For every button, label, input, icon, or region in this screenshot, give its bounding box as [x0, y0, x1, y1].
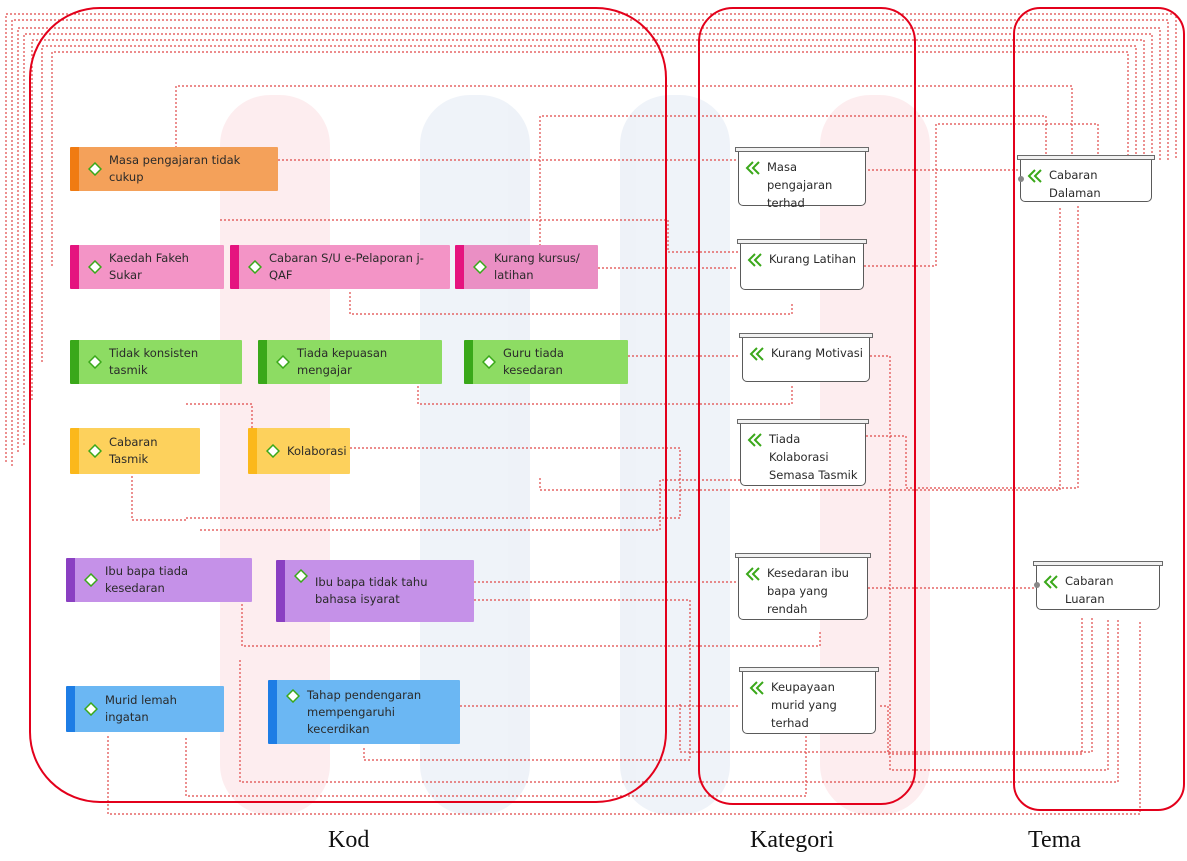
diamond-icon — [286, 689, 300, 703]
code-label: Tiada kepuasan mengajar — [297, 346, 388, 377]
category-tiada-kolaborasi[interactable]: Tiada Kolaborasi Semasa Tasmik — [737, 419, 869, 486]
code-ibubapa-kesedaran[interactable]: Ibu bapa tiada kesedaran — [66, 558, 252, 602]
code-ibubapa-isyarat[interactable]: Ibu bapa tidak tahu bahasa isyarat — [276, 560, 474, 622]
code-label: Murid lemah ingatan — [105, 693, 177, 724]
double-chevron-icon — [749, 681, 764, 695]
connector-lines — [5, 13, 1177, 815]
kategori-group-outline — [698, 7, 916, 805]
category-kurang-motivasi[interactable]: Kurang Motivasi — [739, 333, 873, 382]
category-label: Masa pengajaran terhad — [767, 160, 833, 210]
category-lid — [735, 553, 871, 558]
category-kesedaran-ibubapa[interactable]: Kesedaran ibu bapa yang rendah — [735, 553, 871, 620]
category-lid — [735, 147, 869, 152]
category-lid — [739, 667, 879, 672]
theme-cabaran-luaran[interactable]: Cabaran Luaran — [1033, 561, 1163, 610]
theme-label: Cabaran Luaran — [1065, 574, 1114, 606]
double-chevron-icon — [747, 433, 762, 447]
code-kaedah-fakeh[interactable]: Kaedah Fakeh Sukar — [70, 245, 224, 289]
diamond-icon — [84, 702, 98, 716]
code-label: Cabaran S/U e-Pelaporan j-QAF — [269, 251, 424, 282]
code-label: Ibu bapa tidak tahu bahasa isyarat — [315, 575, 428, 606]
diamond-icon — [482, 355, 496, 369]
code-tahap-pendengaran[interactable]: Tahap pendengaran mempengaruhi kecerdika… — [268, 680, 460, 744]
theme-lid — [1033, 561, 1163, 566]
diamond-icon — [294, 569, 308, 583]
anchor-dot — [1034, 582, 1040, 588]
category-keupayaan-murid[interactable]: Keupayaan murid yang terhad — [739, 667, 879, 734]
double-chevron-icon — [745, 161, 760, 175]
code-label: Kurang kursus/ latihan — [494, 251, 580, 282]
diamond-icon — [276, 355, 290, 369]
column-label-tema: Tema — [1028, 827, 1081, 853]
code-label: Tahap pendengaran mempengaruhi kecerdika… — [307, 687, 422, 736]
double-chevron-icon — [1027, 169, 1042, 183]
code-masa-pengajaran[interactable]: Masa pengajaran tidak cukup — [70, 147, 278, 191]
theme-lid — [1017, 155, 1155, 160]
code-murid-lemah[interactable]: Murid lemah ingatan — [66, 686, 224, 732]
category-kurang-latihan[interactable]: Kurang Latihan — [737, 239, 867, 290]
code-cabaran-tasmik[interactable]: Cabaran Tasmik — [70, 428, 200, 474]
diamond-icon — [88, 162, 102, 176]
diamond-icon — [266, 444, 280, 458]
code-guru-tiada[interactable]: Guru tiada kesedaran — [464, 340, 628, 384]
column-label-kod: Kod — [328, 827, 370, 853]
double-chevron-icon — [749, 347, 764, 361]
category-label: Keupayaan murid yang terhad — [771, 680, 837, 730]
category-label: Kesedaran ibu bapa yang rendah — [767, 566, 849, 616]
code-kurang-kursus[interactable]: Kurang kursus/ latihan — [455, 245, 598, 289]
diamond-icon — [88, 260, 102, 274]
diamond-icon — [248, 260, 262, 274]
tema-group-outline — [1013, 7, 1185, 811]
double-chevron-icon — [1043, 575, 1058, 589]
diamond-icon — [88, 355, 102, 369]
code-label: Guru tiada kesedaran — [503, 346, 564, 377]
diamond-icon — [88, 444, 102, 458]
diamond-icon — [473, 260, 487, 274]
code-tiada-kepuasan[interactable]: Tiada kepuasan mengajar — [258, 340, 442, 384]
code-label: Kolaborasi — [287, 443, 347, 458]
category-lid — [737, 239, 867, 244]
category-lid — [739, 333, 873, 338]
double-chevron-icon — [745, 567, 760, 581]
anchor-dot — [1018, 176, 1024, 182]
kod-group-outline — [29, 7, 667, 803]
category-label: Kurang Latihan — [769, 252, 857, 266]
category-label: Tiada Kolaborasi Semasa Tasmik — [769, 432, 858, 482]
code-cabaran-su[interactable]: Cabaran S/U e-Pelaporan j-QAF — [230, 245, 450, 289]
category-lid — [737, 419, 869, 424]
column-label-kategori: Kategori — [750, 827, 834, 853]
double-chevron-icon — [747, 253, 762, 267]
code-label: Tidak konsisten tasmik — [109, 346, 199, 377]
code-label: Masa pengajaran tidak cukup — [109, 153, 241, 184]
code-label: Kaedah Fakeh Sukar — [109, 251, 189, 282]
category-label: Kurang Motivasi — [771, 346, 863, 360]
theme-label: Cabaran Dalaman — [1049, 168, 1101, 200]
category-masa-pengajaran[interactable]: Masa pengajaran terhad — [735, 147, 869, 210]
code-label: Cabaran Tasmik — [109, 435, 158, 466]
code-tidak-konsisten[interactable]: Tidak konsisten tasmik — [70, 340, 242, 384]
theme-cabaran-dalaman[interactable]: Cabaran Dalaman — [1017, 155, 1155, 202]
diamond-icon — [84, 573, 98, 587]
code-label: Ibu bapa tiada kesedaran — [105, 564, 189, 595]
code-kolaborasi[interactable]: Kolaborasi — [248, 428, 350, 474]
